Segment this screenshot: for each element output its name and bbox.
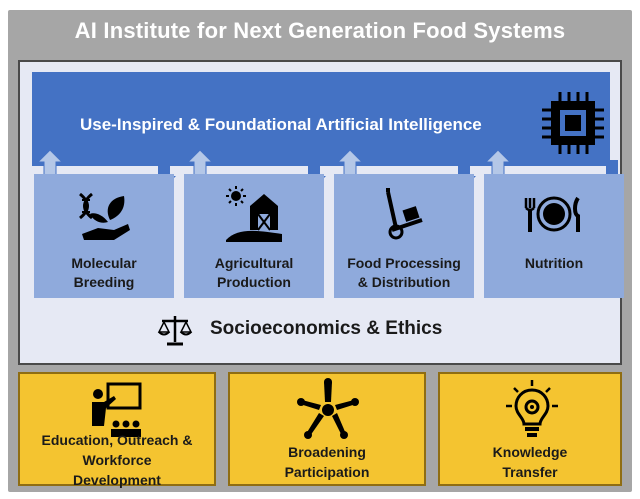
domain-label: Molecular Breeding	[71, 255, 137, 290]
plate-fork-knife-icon	[524, 196, 580, 232]
box-label: Broadening Participation	[284, 444, 370, 480]
domain-molecular-breeding: Molecular Breeding	[34, 174, 174, 298]
box-broadening-participation: Broadening Participation	[228, 372, 426, 486]
domain-nutrition: Nutrition	[484, 174, 624, 298]
box-education-outreach: Education, Outreach & Workforce Developm…	[18, 372, 216, 488]
lightbulb-gear-icon	[506, 380, 558, 437]
socioeconomics-row: Socioeconomics & Ethics	[20, 312, 620, 352]
domain-agricultural-production: Agricultural Production	[184, 174, 324, 298]
ai-panel: Use-Inspired & Foundational Artificial I…	[18, 60, 624, 365]
box-label: Education, Outreach & Workforce Developm…	[41, 432, 193, 488]
scale-icon	[157, 316, 193, 346]
socioeconomics-label: Socioeconomics & Ethics	[210, 318, 443, 339]
domain-label: Food Processing & Distribution	[347, 255, 461, 290]
ai-band: Use-Inspired & Foundational Artificial I…	[32, 72, 610, 166]
domain-label: Nutrition	[524, 255, 584, 271]
domain-label: Agricultural Production	[214, 255, 294, 290]
diagram-title: AI Institute for Next Generation Food Sy…	[74, 18, 566, 43]
diagram-frame: AI Institute for Next Generation Food Sy…	[8, 10, 632, 492]
barn-sun-icon	[226, 186, 282, 242]
dna-plant-hand-icon	[79, 192, 130, 240]
teacher-audience-icon	[92, 382, 142, 437]
box-label: Knowledge Transfer	[492, 444, 568, 480]
box-knowledge-transfer: Knowledge Transfer	[438, 372, 622, 486]
circle-of-hands-icon	[297, 378, 359, 439]
hand-truck-icon	[386, 188, 423, 240]
cpu-chip-icon	[542, 92, 604, 154]
domain-food-processing-distribution: Food Processing & Distribution	[334, 174, 474, 298]
ai-band-label: Use-Inspired & Foundational Artificial I…	[80, 115, 482, 134]
